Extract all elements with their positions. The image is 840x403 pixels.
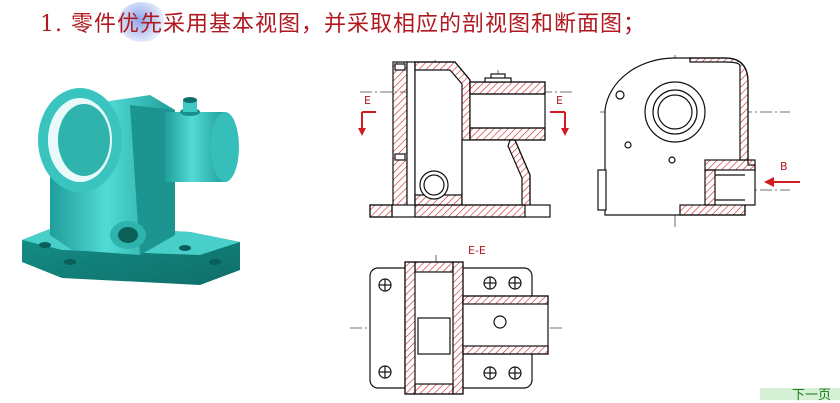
nav-bar [760,388,840,400]
section-marker-e-right: E [550,94,569,136]
pointer-highlight [118,2,166,42]
view-marker-b: B [764,160,800,187]
slide-heading: 1. 零件优先采用基本视图，并采取相应的剖视图和断面图； [40,12,646,37]
section-title-ee: E-E [468,244,486,257]
section-label-right: E [556,94,563,107]
next-page-link[interactable]: 下一页 [792,388,832,403]
section-label-left: E [364,94,371,107]
section-marker-e-left: E [358,94,376,136]
part-3d-model [22,88,240,285]
ee-section-view [350,255,565,395]
front-section-view [360,60,575,218]
view-label-b: B [780,160,788,173]
side-section-view [597,55,790,230]
